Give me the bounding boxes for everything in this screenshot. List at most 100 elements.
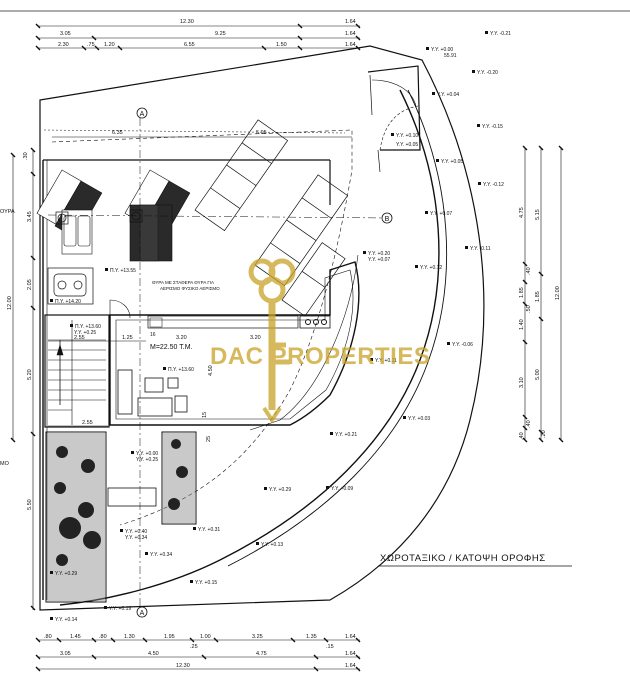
level-marker: Υ.Υ. +0.00 [426, 47, 453, 53]
level-33: Υ.Υ. +0.29 [55, 571, 77, 577]
dim-bot-1-6: 3.25 [252, 634, 263, 640]
level-7: Υ.Υ. +0.05 [396, 142, 418, 148]
dim-top-3-1: .75 [87, 42, 95, 48]
level-22: Υ.Υ. +0.03 [408, 416, 430, 422]
dim-bot-1-8: 1.64 [345, 634, 356, 640]
dim-bot-1-3: 1.30 [124, 634, 135, 640]
water-tank-pads [194, 119, 349, 317]
level-25: Υ.Υ. +0.25 [136, 457, 158, 463]
dim-left-520: 5.20 [27, 369, 33, 380]
dim-top-3-0: 2.30 [58, 42, 69, 48]
dim-right-c2-2: 5.00 [535, 369, 541, 380]
level-35: Υ.Υ. +0.19 [109, 606, 131, 612]
level-3: Υ.Υ. -0.20 [477, 70, 498, 76]
door-note-1: ΘΥΡΑ ΜΕ ΣΤΑΘΕΡΑ ΘΥΡΑ ΓΙΑ [152, 280, 214, 285]
level-30: Υ.Υ. +0.31 [198, 527, 220, 533]
curved-edge-2 [227, 89, 448, 567]
left-note-2: ΜΟ [0, 461, 10, 467]
level-6: Υ.Υ. +0.10 [396, 133, 418, 139]
dim-top-3-5: 1.64 [345, 42, 356, 48]
bottom-dimension-labels: .80 1.45 .80 1.30 1.95 1.00 3.25 1.35 1.… [44, 634, 356, 669]
dim-left-030: .30 [23, 152, 29, 160]
grid-marker-a-top: A [140, 111, 145, 118]
area-label: M=22.50 T.M. [150, 344, 193, 351]
staircase [44, 314, 110, 428]
level-labels: Υ.Υ. +0.00 55.91 Υ.Υ. -0.21 Υ.Υ. -0.20 Υ… [50, 31, 511, 623]
dim-16: 16 [150, 332, 156, 338]
drawing-title: ΧΩΡΟΤΑΞΙΚΟ / ΚΑΤΟΨΗ ΟΡΟΦΗΣ [380, 553, 546, 564]
dim-right-c1-5: .50 [526, 305, 532, 313]
level-13: Υ.Υ. +0.07 [368, 257, 390, 263]
dim-right-c1-6: .40 [526, 420, 532, 428]
level-28: Υ.Υ. +0.40 [125, 529, 147, 535]
dim-bot-1-1: 1.45 [70, 634, 81, 640]
level-26: Υ.Υ. +0.29 [269, 487, 291, 493]
dim-bot-1-4: 1.95 [164, 634, 175, 640]
level-29: Υ.Υ. +0.34 [125, 535, 147, 541]
dim-inner-635: 6.35 [112, 130, 123, 136]
door-note-2: ΑΕΡΙΣΜΟ ΦΥΣΙΚΟ ΑΕΡΙΣΜΟ [160, 286, 220, 291]
dim-inner-450: 4.50 [208, 365, 214, 376]
right-dimension-chains [522, 145, 564, 443]
dim-top-3-4: 1.50 [276, 42, 287, 48]
dim-top-3-2: 1.20 [104, 42, 115, 48]
dim-right-c1-3: 3.10 [519, 377, 525, 388]
level-8: Υ.Υ. +0.05 [441, 159, 463, 165]
level-14: Υ.Υ. +0.12 [420, 265, 442, 271]
dim-right-c3-0: 12.00 [555, 286, 561, 300]
dim-right-c1-0: 4.75 [519, 207, 525, 218]
dim-inner-25: 25 [206, 436, 212, 442]
dim-bot-2-2: 4.75 [256, 651, 267, 657]
grid-marker-a-bottom: A [140, 610, 145, 617]
level-31: Υ.Υ. +0.13 [261, 542, 283, 548]
bottom-dimension-chains [35, 637, 361, 672]
dim-bot-1-7: 1.35 [306, 634, 317, 640]
dim-bot-1-2: .80 [99, 634, 107, 640]
dim-right-c1-4: .40 [526, 267, 532, 275]
dim-inner-595: 5.95 [256, 130, 267, 136]
dim-inner-15: 15 [202, 412, 208, 418]
dim-bot-3-0: 12.30 [176, 663, 190, 669]
site-boundary [39, 45, 485, 611]
dim-bot-2-0: 3.05 [60, 651, 71, 657]
dim-right-c2-0: 5.15 [535, 209, 541, 220]
dim-inner-320b: 3.20 [250, 335, 261, 341]
dim-bot-1b-0: .25 [190, 644, 198, 650]
dim-bot-2-3: 1.64 [345, 651, 356, 657]
level-18: Υ.Υ. +0.25 [74, 330, 96, 336]
grid-markers: A B A [136, 107, 393, 618]
level-20: Υ.Υ. +0.11 [375, 358, 397, 364]
curved-edge-1 [59, 89, 440, 606]
dim-top-2-1: 9.25 [215, 31, 226, 37]
roof-symbols [47, 209, 143, 305]
roof-room [109, 261, 360, 426]
roof-walls [39, 100, 346, 600]
dim-right-c2-1: 1.85 [535, 291, 541, 302]
dim-bot-1-0: .80 [44, 634, 52, 640]
dim-right-c2-3: .20 [541, 430, 547, 438]
inner-dimensions: 6.35 5.95 2.55 1.25 3.20 3.20 2.55 4.50 … [48, 130, 352, 442]
garden-planters [45, 431, 197, 603]
top-dimension-labels: 12.30 1.64 3.05 9.25 1.64 2.30 .75 1.20 … [58, 19, 356, 48]
dim-bot-2-1: 4.50 [148, 651, 159, 657]
level-11: Υ.Υ. -0.11 [470, 246, 491, 252]
level-1: 55.91 [444, 53, 457, 59]
level-16: Π.Υ. +14.20 [55, 299, 81, 305]
dim-left-12: 12.00 [7, 296, 13, 310]
level-10: Υ.Υ. +0.07 [430, 211, 452, 217]
upper-right-entry [367, 65, 421, 173]
curved-edge-3 [249, 254, 359, 431]
right-dimension-labels: 4.75 1.85 1.40 3.10 .40 .50 .40 .40 5.15… [519, 207, 561, 440]
grid-line-A-B [47, 118, 387, 610]
dim-left-345: 3.45 [27, 211, 33, 222]
level-12: Υ.Υ. +0.20 [368, 251, 390, 257]
level-23: Υ.Υ. +0.21 [335, 432, 357, 438]
left-note-1: ΟΥΡΑ [0, 209, 15, 215]
setback-dashed [51, 129, 353, 526]
left-dimension-chains [10, 147, 36, 611]
dim-inner-255a: 2.55 [74, 335, 85, 341]
watermark-logo: DAC PROPERTIES [210, 258, 430, 424]
dim-inner-125: 1.25 [122, 335, 133, 341]
level-19: Π.Υ. +13.60 [168, 367, 194, 373]
